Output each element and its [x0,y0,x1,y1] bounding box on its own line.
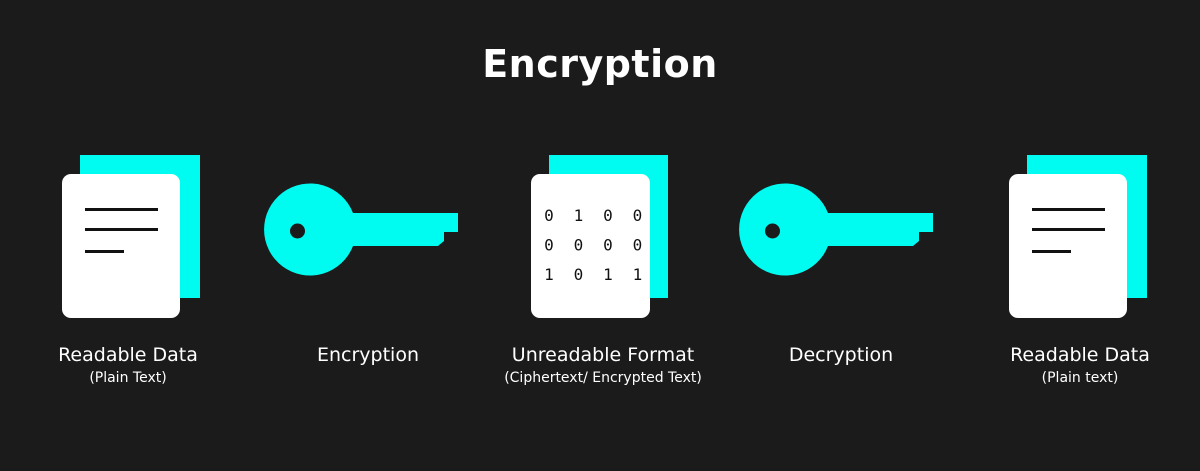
document-front-sheet [531,174,650,318]
step-label-plaintext: Readable Data (Plain Text) [28,343,228,387]
binary-digit: 1 [603,265,613,284]
step-label-decryption: Decryption [741,343,941,367]
step-title: Readable Data [58,344,198,366]
binary-digit: 1 [544,265,554,284]
text-line [1032,250,1071,253]
binary-digit: 0 [633,206,643,225]
diagram-title: Encryption [482,42,718,86]
document-icon [62,155,200,318]
key-shape [739,183,933,276]
text-line [1032,228,1105,231]
document-front-sheet [1009,174,1127,318]
step-title: Encryption [316,344,419,366]
step-title: Readable Data [1010,344,1150,366]
step-label-encryption: Encryption [268,343,468,367]
step-subtitle: (Plain Text) [89,370,167,386]
text-line [85,208,158,211]
text-line [85,250,124,253]
document-icon [1009,155,1147,318]
binary-digit: 0 [633,236,643,255]
binary-digit: 0 [544,236,554,255]
key-icon [264,183,458,276]
binary-digit: 1 [633,265,643,284]
step-label-plaintext-output: Readable Data (Plain text) [980,343,1180,387]
text-line [85,228,158,231]
step-label-ciphertext: Unreadable Format (Ciphertext/ Encrypted… [483,343,723,387]
binary-digit: 0 [574,265,584,284]
text-line [1032,208,1105,211]
step-title: Unreadable Format [511,344,695,366]
step-subtitle: (Plain text) [1041,370,1119,386]
binary-digit: 0 [603,236,613,255]
step-subtitle: (Ciphertext/ Encrypted Text) [504,370,702,386]
binary-digit: 0 [544,206,554,225]
binary-digit: 1 [574,206,584,225]
step-title: Decryption [788,344,894,366]
binary-digit: 0 [574,236,584,255]
key-icon [739,183,933,276]
key-shape [264,183,458,276]
binary-digit: 0 [603,206,613,225]
document-front-sheet [62,174,180,318]
